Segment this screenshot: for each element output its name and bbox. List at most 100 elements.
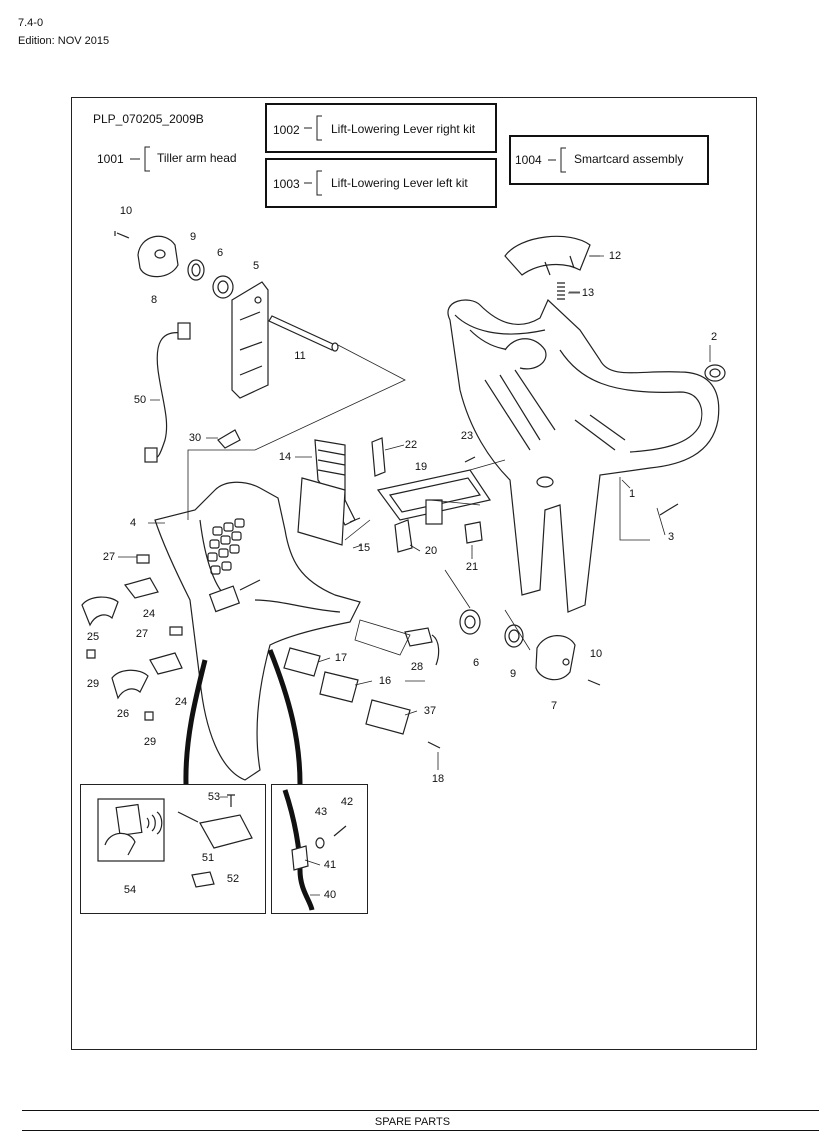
- part-10-screw: [114, 231, 130, 239]
- callout-10: 10: [119, 205, 133, 217]
- part-24-lever-base: [123, 577, 159, 599]
- cable-to-inset: [267, 649, 303, 785]
- part-29-pad-upper: [86, 649, 96, 659]
- part-20-plug: [394, 519, 413, 553]
- callout-18: 18: [431, 773, 445, 785]
- callout-16: 16: [378, 675, 392, 687]
- keypad-membrane: [297, 477, 346, 546]
- part-2-ring: [704, 364, 726, 382]
- callout-21: 21: [465, 561, 479, 573]
- edition-date: Edition: NOV 2015: [18, 35, 110, 47]
- callout-19: 19: [414, 461, 428, 473]
- callout-24: 24: [142, 608, 156, 620]
- legend-num-1003: 1003: [273, 177, 300, 191]
- part-18-screw: [427, 741, 441, 749]
- part-6-bushing-lower: [459, 609, 481, 635]
- leader-lines: [187, 255, 711, 656]
- legend-num-1001: 1001: [97, 152, 124, 166]
- part-40-cable: [282, 789, 315, 911]
- part-17-sleeve: [283, 647, 321, 677]
- callout-30: 30: [188, 432, 202, 444]
- diagram-id: PLP_070205_2009B: [93, 112, 204, 126]
- part-51-reader: [177, 811, 253, 849]
- callout-42: 42: [340, 796, 354, 808]
- callout-17: 17: [334, 652, 348, 664]
- callout-13: 13: [581, 287, 595, 299]
- callout-4: 4: [129, 517, 137, 529]
- legend-num-1004: 1004: [515, 153, 542, 167]
- tiller-arm-head: [447, 298, 720, 613]
- callout-54: 54: [123, 884, 137, 896]
- part-8-knob: [137, 235, 179, 278]
- cable-inset: [271, 784, 368, 914]
- part-42-screw: [333, 825, 347, 837]
- callout-40: 40: [323, 889, 337, 901]
- part-30-clip: [217, 429, 241, 449]
- callout-10-lower: 10: [589, 648, 603, 660]
- callout-22: 22: [404, 439, 418, 451]
- smartcard-inset: [80, 784, 266, 914]
- part-3-screw: [659, 503, 679, 516]
- callout-37: 37: [423, 705, 437, 717]
- part-6-bushing: [212, 275, 234, 299]
- part-12-cover: [504, 235, 591, 276]
- part-27-clip-upper: [136, 554, 150, 564]
- legend-label-1001: Tiller arm head: [157, 151, 237, 165]
- part-16-sleeve: [319, 671, 359, 703]
- callout-2: 2: [710, 331, 718, 343]
- callout-14: 14: [278, 451, 292, 463]
- part-41-clamp: [291, 845, 309, 871]
- callout-8: 8: [150, 294, 158, 306]
- part-27-clip-lower: [169, 626, 183, 636]
- keypad-buttons: [207, 518, 245, 575]
- part-4-handle: [154, 481, 361, 781]
- part-7-knob: [535, 635, 576, 681]
- callout-11: 11: [294, 350, 306, 362]
- callout-12: 12: [608, 250, 622, 262]
- callout-6-lower: 6: [472, 657, 480, 669]
- callout-5: 5: [252, 260, 260, 272]
- legend-brackets: [130, 115, 566, 196]
- callout-9-lower: 9: [509, 668, 517, 680]
- part-10-screw-lower: [587, 679, 601, 686]
- callout-43: 43: [314, 806, 328, 818]
- part-37-sleeve: [365, 699, 411, 735]
- part-5-plate: [231, 281, 269, 399]
- callout-24-lower: 24: [174, 696, 188, 708]
- part-24-lever-base-lower: [149, 652, 183, 675]
- callout-1: 1: [628, 488, 636, 500]
- part-22-holder: [371, 437, 386, 477]
- footer-rule-top: [22, 1110, 819, 1111]
- footer-rule-bottom: [22, 1130, 819, 1131]
- legend-label-1004: Smartcard assembly: [574, 152, 684, 166]
- part-26-lever: [111, 669, 149, 700]
- callout-41: 41: [323, 859, 337, 871]
- callout-3: 3: [667, 531, 675, 543]
- part-53-screw: [227, 794, 235, 807]
- legend-box-1002: [265, 103, 497, 153]
- legend-num-1002: 1002: [273, 123, 300, 137]
- part-21-bracket: [464, 521, 483, 544]
- part-11-shaft: [268, 315, 339, 352]
- callout-50: 50: [133, 394, 147, 406]
- callout-23: 23: [460, 430, 474, 442]
- callout-28: 28: [410, 661, 424, 673]
- callout-29: 29: [86, 678, 100, 690]
- part-28-sensor: [404, 627, 440, 666]
- legend-box-1004: [509, 135, 709, 185]
- callout-27-lower: 27: [135, 628, 149, 640]
- part-23-screw: [464, 456, 476, 463]
- callout-9: 9: [189, 231, 197, 243]
- legend-label-1003: Lift-Lowering Lever left kit: [331, 176, 468, 190]
- cable-to-smartcard: [183, 659, 208, 785]
- callout-27: 27: [102, 551, 116, 563]
- part-54-card-icon: [97, 798, 165, 862]
- part-19-bracket: [376, 469, 491, 525]
- footer-title: SPARE PARTS: [374, 1116, 451, 1128]
- part-13-spring: [557, 282, 565, 300]
- diagram-frame: [71, 97, 757, 1050]
- part-9-spring: [187, 259, 205, 281]
- part-25-lever: [81, 596, 119, 627]
- legend-label-1002: Lift-Lowering Lever right kit: [331, 122, 476, 136]
